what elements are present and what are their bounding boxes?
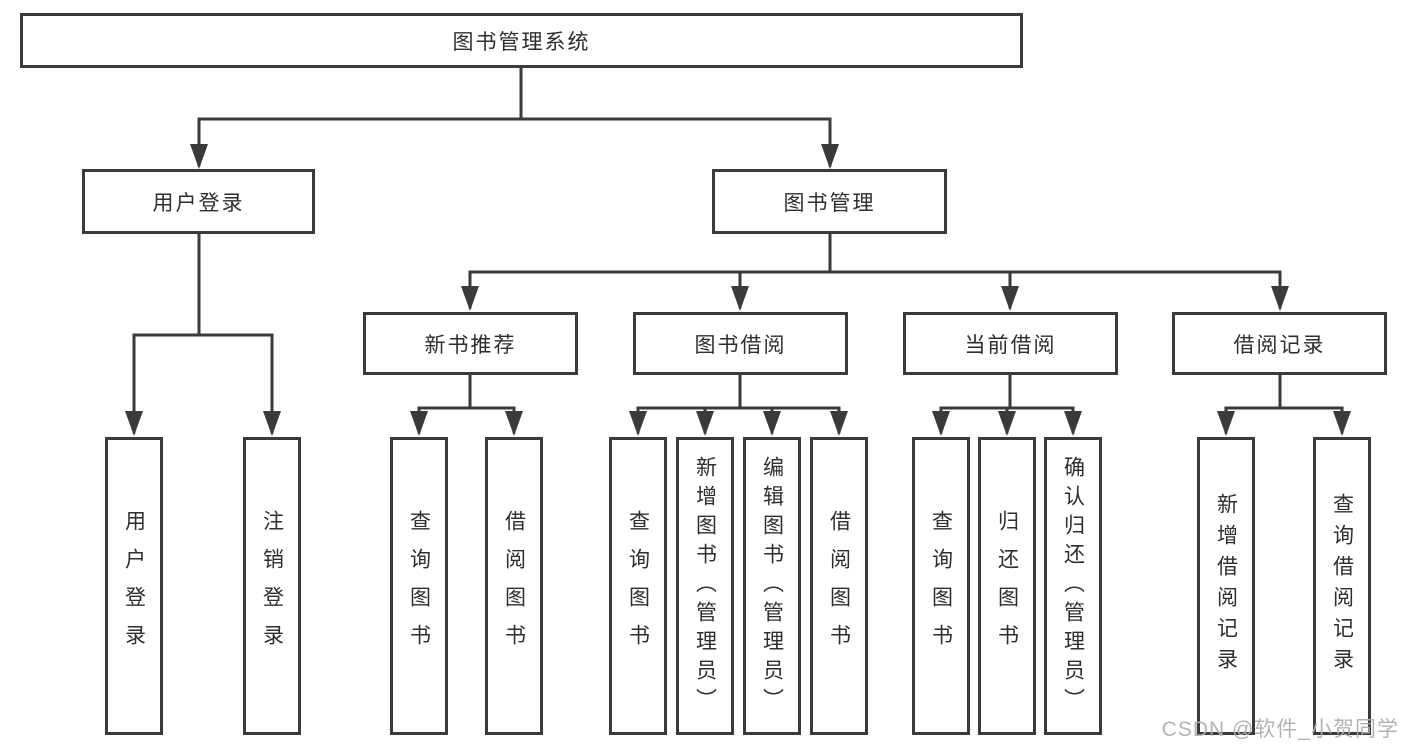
node-leaf-query-borrow-record: 查询借阅记录 xyxy=(1313,437,1371,735)
node-leaf-borrow-books-recommend: 借阅图书 xyxy=(485,437,543,735)
node-leaf-user-login: 用户登录 xyxy=(105,437,163,735)
node-leaf-add-books-admin: 新增图书（管理员） xyxy=(676,437,734,735)
node-leaf-return-books: 归还图书 xyxy=(978,437,1036,735)
node-leaf-confirm-return-admin: 确认归还（管理员） xyxy=(1044,437,1102,735)
node-new-book-recommend: 新书推荐 xyxy=(363,312,578,375)
node-library-management-system: 图书管理系统 xyxy=(20,13,1023,68)
node-book-borrowing: 图书借阅 xyxy=(633,312,848,375)
node-leaf-query-books-borrow: 查询图书 xyxy=(609,437,667,735)
node-borrowing-records: 借阅记录 xyxy=(1172,312,1387,375)
csdn-watermark: CSDN @软件_小贺同学 xyxy=(1161,718,1399,741)
node-leaf-add-borrow-record: 新增借阅记录 xyxy=(1197,437,1255,735)
node-leaf-query-books-recommend: 查询图书 xyxy=(390,437,448,735)
node-leaf-logout: 注销登录 xyxy=(243,437,301,735)
node-user-login: 用户登录 xyxy=(82,169,315,234)
node-leaf-edit-books-admin: 编辑图书（管理员） xyxy=(743,437,801,735)
node-book-management: 图书管理 xyxy=(712,169,947,234)
node-leaf-query-books-current: 查询图书 xyxy=(912,437,970,735)
node-leaf-borrow-books: 借阅图书 xyxy=(810,437,868,735)
node-current-borrowing: 当前借阅 xyxy=(903,312,1118,375)
